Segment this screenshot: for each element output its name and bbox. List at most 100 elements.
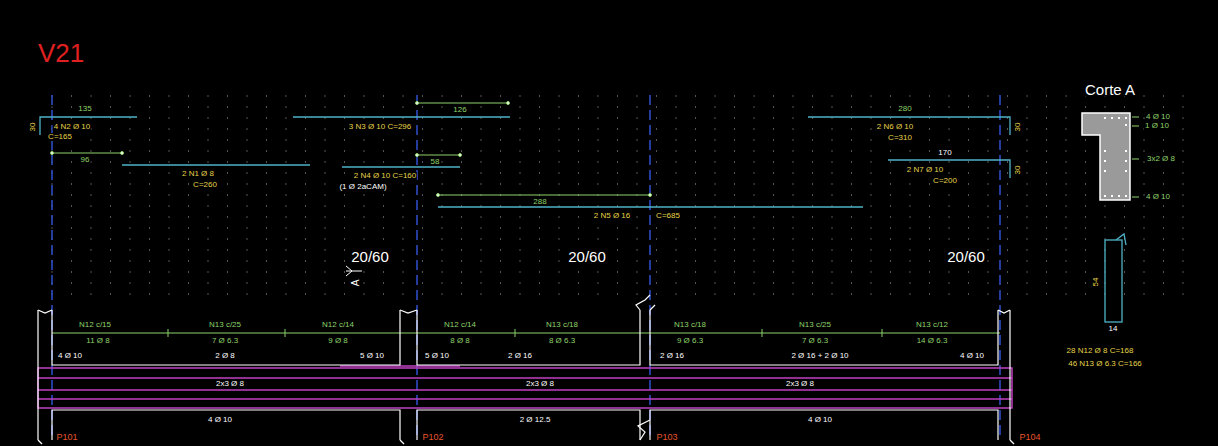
drawing-label: 126 (452, 106, 467, 114)
drawing-label: 46 N13 Ø 6.3 C=166 (1067, 360, 1143, 368)
grid-line (598, 95, 599, 300)
grid-line (754, 95, 755, 300)
drawing-label: 280 (897, 105, 912, 113)
drawing-label: 4 Ø 10 (57, 352, 83, 360)
drawing-label: C=200 (932, 177, 958, 185)
grid-line (949, 95, 950, 300)
drawing-label: 2x3 Ø 8 (215, 380, 245, 388)
drawing-label: 2 Ø 8 (214, 352, 236, 360)
drawing-label: 9 Ø 6.3 (676, 337, 704, 345)
drawing-label: 8 Ø 8 (449, 337, 471, 345)
drawing-label: A (351, 279, 361, 288)
grid-line (793, 95, 794, 300)
drawing-label: C=260 (192, 181, 218, 189)
column-axes (52, 95, 1000, 440)
drawing-label: 7 Ø 6.3 (211, 337, 239, 345)
drawing-label: 20/60 (350, 249, 390, 264)
drawing-label: 30 (29, 122, 37, 133)
drawing-label: N13 c/25 (208, 321, 242, 329)
grid-line (325, 95, 326, 300)
drawing-label: 5 Ø 10 (424, 352, 450, 360)
grid-line (247, 95, 248, 300)
grid-line (422, 95, 423, 300)
grid-line (968, 95, 969, 300)
drawing-label: 20/60 (567, 249, 607, 264)
drawing-label: 4 Ø 10 (807, 416, 833, 424)
drawing-label: 2 N5 Ø 16 (593, 212, 631, 220)
cross-section (1082, 113, 1139, 200)
drawing-label: N13 c/18 (545, 321, 579, 329)
grid-line (773, 95, 774, 300)
drawing-label: 5 Ø 10 (359, 352, 385, 360)
drawing-label: 2 Ø 12.5 (519, 416, 552, 424)
drawing-label: 30 (1014, 165, 1022, 176)
grid-line (851, 95, 852, 300)
drawing-label: N13 c/12 (915, 321, 949, 329)
grid-line (715, 95, 716, 300)
drawing-label: 54 (1092, 277, 1100, 288)
drawing-label: 4 Ø 10 (1145, 113, 1171, 121)
beam-title: V21 (38, 40, 84, 66)
grid-line (617, 95, 618, 300)
drawing-label: N12 c/14 (321, 321, 355, 329)
grid-line (169, 95, 170, 300)
grid-line (676, 95, 677, 300)
grid-line (1027, 95, 1028, 300)
rebar-lines (40, 117, 1010, 207)
grid-line (149, 95, 150, 300)
drawing-label: 170 (937, 149, 952, 157)
drawing-label: C=685 (655, 212, 681, 220)
grid-line (1007, 95, 1008, 300)
grid-line (988, 95, 989, 300)
drawing-label: N13 c/18 (673, 321, 707, 329)
drawing-label: N12 c/15 (78, 321, 112, 329)
longitudinal-bars (38, 366, 1012, 408)
drawing-label: Corte A (1084, 82, 1136, 97)
drawing-label: 4 Ø 10 (207, 416, 233, 424)
grid-line (656, 95, 657, 300)
drawing-label: 14 Ø 6.3 (916, 337, 949, 345)
grid-line (481, 95, 482, 300)
drawing-label: 2x3 Ø 8 (525, 380, 555, 388)
drawing-label: 3 N3 Ø 10 C=296 (348, 123, 412, 131)
drawing-label: 7 Ø 6.3 (801, 337, 829, 345)
drawing-label: 2 N7 Ø 10 (906, 166, 944, 174)
drawing-label: N12 c/14 (443, 321, 477, 329)
grid-line (208, 95, 209, 300)
grid-line (871, 95, 872, 300)
grid-line (344, 95, 345, 300)
drawing-label: 28 N12 Ø 8 C=168 (1066, 347, 1135, 355)
grid-line (227, 95, 228, 300)
drawing-label: 4 Ø 10 (1145, 193, 1171, 201)
grid-line (1046, 95, 1047, 300)
grid-line (461, 95, 462, 300)
drawing-label: 9 Ø 8 (327, 337, 349, 345)
drawing-label: 2 N1 Ø 8 (181, 170, 215, 178)
grid-line (929, 95, 930, 300)
drawing-label: 2 N6 Ø 10 (876, 123, 914, 131)
drawing-label: P103 (655, 433, 678, 442)
drawing-label: 14 (1108, 325, 1119, 333)
grid-line (734, 95, 735, 300)
grid-line (500, 95, 501, 300)
grid-lines (52, 95, 1183, 300)
drawing-label: 58 (430, 158, 441, 166)
grid-line (188, 95, 189, 300)
grid-line (695, 95, 696, 300)
drawing-label: 11 Ø 8 (85, 337, 110, 345)
dimension-lines (51, 102, 652, 197)
drawing-label: 4 Ø 10 (959, 352, 985, 360)
drawing-label: 1 Ø 10 (1144, 122, 1170, 130)
grid-line (637, 95, 638, 300)
grid-line (832, 95, 833, 300)
grid-line (1183, 95, 1184, 300)
grid-line (442, 95, 443, 300)
drawing-label: 2 N4 Ø 10 C=160 (353, 172, 417, 180)
drawing-label: 4 N2 Ø 10 (53, 123, 91, 131)
grid-line (520, 95, 521, 300)
drawing-label: 20/60 (946, 249, 986, 264)
drawing-label: P102 (421, 433, 444, 442)
beam-outline (38, 295, 1014, 444)
drawing-label: 30 (1014, 122, 1022, 133)
